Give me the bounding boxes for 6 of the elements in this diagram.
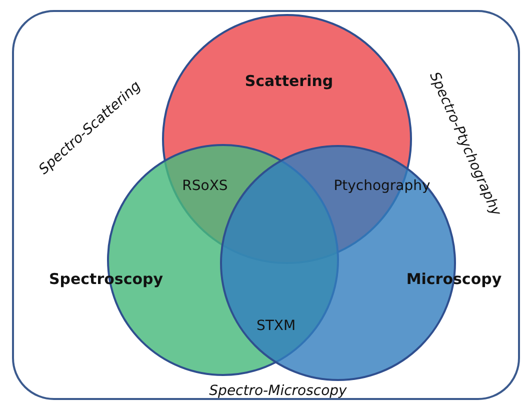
region-label: Spectro-Microscopy (209, 383, 347, 399)
overlap-label: Ptychography (334, 178, 430, 194)
overlap-label: RSoXS (182, 178, 228, 194)
outer-frame (12, 10, 520, 400)
circle-title: Scattering (244, 72, 334, 90)
overlap-label: STXM (256, 318, 296, 334)
